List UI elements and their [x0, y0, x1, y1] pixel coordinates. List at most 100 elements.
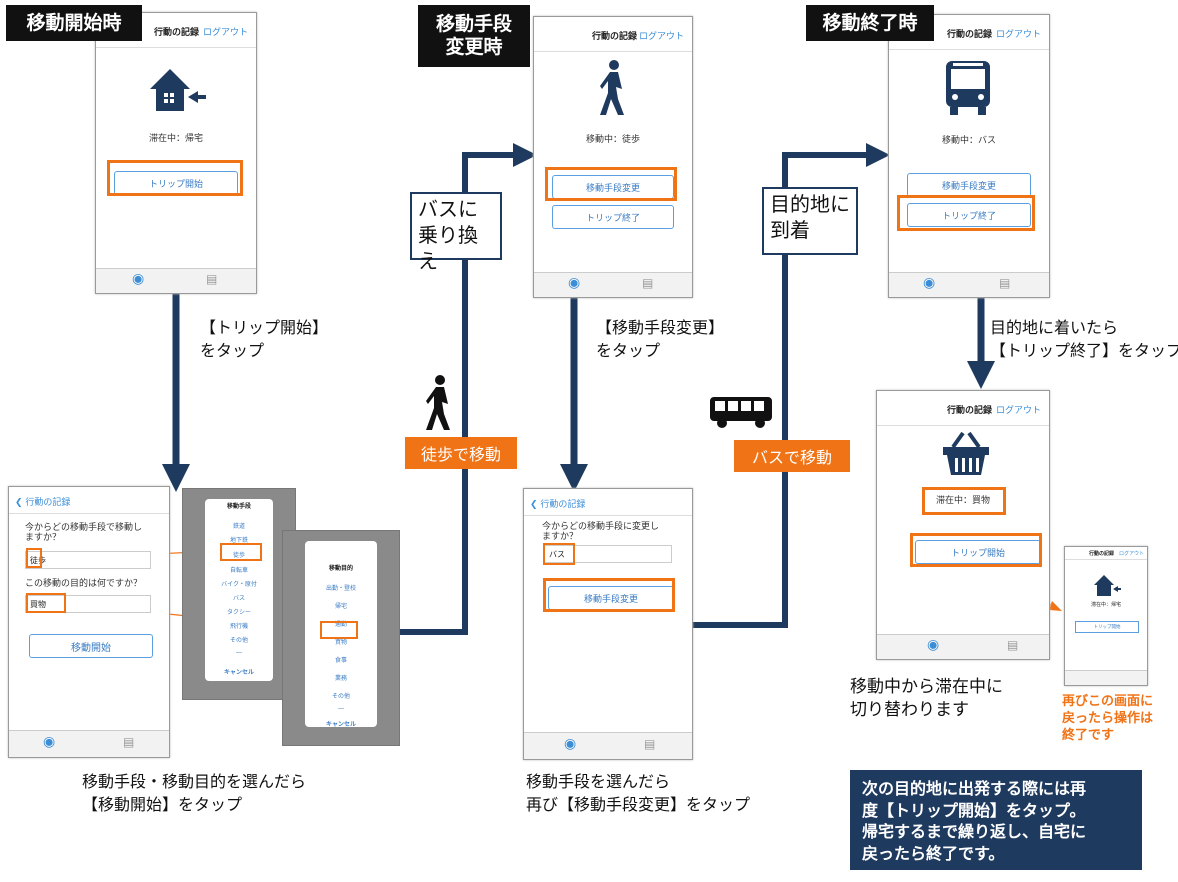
- caption-tap-change-1: 【移動手段変更】: [596, 318, 725, 337]
- app-header: 行動の記録 ログアウト: [1065, 547, 1147, 560]
- arrow-walk-route: [398, 143, 537, 635]
- cancel-button[interactable]: キャンセル: [325, 721, 356, 728]
- caption-select-change-2: 再び【移動手段変更】をタップ: [526, 795, 751, 815]
- highlight-walk-option: [220, 543, 262, 561]
- history-tab-icon[interactable]: ▤: [123, 735, 135, 749]
- phone-walking: 行動の記録 ログアウト 移動中：徒歩 移動手段変更 トリップ終了 ◉ ▤: [533, 16, 693, 298]
- history-tab-icon[interactable]: ▤: [206, 272, 218, 286]
- phone-small-home: 行動の記録 ログアウト 滞在中：帰宅 トリップ開始: [1064, 546, 1148, 686]
- nav-bar: ❮ 行動の記録: [9, 487, 169, 514]
- mode-sheet: 移動手段 鉄道 地下鉄 徒歩 自転車 バイク・原付 バス タクシー 飛行機 その…: [205, 499, 273, 681]
- highlight-change-button: [543, 578, 675, 612]
- highlight-shopping-option: [320, 621, 358, 639]
- app-header: 行動の記録 ログアウト: [889, 15, 1049, 50]
- label-bus-transfer: バスに 乗り換え: [410, 192, 502, 273]
- phone-shopping: 行動の記録 ログアウト 滞在中：買物 トリップ開始 ◉ ▤: [876, 390, 1050, 660]
- option-item[interactable]: タクシー: [226, 609, 251, 616]
- option-item[interactable]: その他: [331, 693, 350, 700]
- option-item[interactable]: 地下鉄: [229, 537, 248, 544]
- option-item[interactable]: ―: [236, 649, 242, 656]
- app-title: 行動の記録: [947, 406, 993, 416]
- question-mode: 今からどの移動手段で移動しますか？: [25, 523, 143, 544]
- note-next-destination: 次の目的地に出発する際には再 度【トリップ開始】をタップ。 帰宅するまで繰り返し…: [850, 770, 1142, 870]
- mode-field[interactable]: 徒歩: [25, 551, 151, 569]
- app-title: 行動の記録: [947, 30, 993, 40]
- trip-start-button[interactable]: トリップ開始: [1075, 621, 1139, 633]
- back-button[interactable]: ❮ 行動の記録: [15, 498, 71, 508]
- trip-end-button[interactable]: トリップ終了: [552, 205, 674, 229]
- modal-title: 移動手段: [226, 503, 251, 510]
- logout-link[interactable]: ログアウト: [1118, 551, 1144, 557]
- label-arrive-2: 到着: [770, 218, 810, 242]
- option-item[interactable]: 業務: [334, 675, 347, 682]
- purpose-field[interactable]: 買物: [25, 595, 151, 613]
- app-header: 行動の記録 ログアウト: [96, 13, 256, 48]
- phone-bus: 行動の記録 ログアウト 移動中：バス 移動手段変更 トリップ終了 ◉ ▤: [888, 14, 1050, 298]
- tag-change-line2: 変更時: [445, 36, 503, 58]
- history-tab-icon[interactable]: ▤: [999, 276, 1011, 290]
- highlight-purpose-field: [26, 593, 66, 613]
- tag-end: 移動終了時: [806, 5, 934, 41]
- tag-change: 移動手段 変更時: [418, 5, 530, 67]
- tab-bar: ◉ ▤: [889, 272, 1049, 297]
- nav-bar: ❮ 行動の記録: [524, 489, 692, 516]
- logout-link[interactable]: ログアウト: [995, 406, 1041, 416]
- note-next-4: 戻ったら終了です。: [862, 843, 1005, 863]
- record-tab-icon[interactable]: ◉: [927, 637, 940, 653]
- status-text: 滞在中：買物: [935, 496, 990, 506]
- history-tab-icon[interactable]: ▤: [642, 276, 654, 290]
- question-purpose: この移動の目的は何ですか？: [25, 579, 143, 589]
- history-tab-icon[interactable]: ▤: [1007, 638, 1019, 652]
- record-tab-icon[interactable]: ◉: [132, 271, 145, 287]
- highlight-mode-field: [26, 548, 42, 568]
- option-item[interactable]: 食事: [334, 657, 347, 664]
- tab-bar: ◉ ▤: [877, 634, 1049, 659]
- app-title: 行動の記録: [592, 32, 638, 42]
- trip-end-button[interactable]: トリップ終了: [907, 203, 1031, 227]
- option-item[interactable]: 帰宅: [334, 603, 347, 610]
- highlight-trip-start-2: [910, 533, 1042, 567]
- status-text: 移動中：バス: [941, 136, 996, 146]
- record-tab-icon[interactable]: ◉: [568, 275, 581, 291]
- note-next-1: 次の目的地に出発する際には再: [862, 779, 1087, 798]
- note-next-2: 度【トリップ開始】をタップ。: [862, 800, 1086, 820]
- history-tab-icon[interactable]: ▤: [644, 737, 656, 751]
- highlight-trip-end: [897, 195, 1035, 231]
- walk-icon: [426, 375, 450, 430]
- trip-start-button[interactable]: トリップ開始: [915, 540, 1041, 564]
- cancel-button[interactable]: キャンセル: [223, 669, 254, 676]
- logout-link[interactable]: ログアウト: [202, 28, 248, 38]
- record-tab-icon[interactable]: ◉: [923, 275, 936, 291]
- logout-link[interactable]: ログアウト: [995, 30, 1041, 40]
- note-return-end-2: 戻ったら操作は: [1062, 710, 1154, 726]
- back-button[interactable]: ❮ 行動の記録: [530, 500, 586, 510]
- caption-tap-change-2: をタップ: [596, 341, 661, 361]
- change-mode-button[interactable]: 移動手段変更: [907, 173, 1031, 197]
- status-text: 移動中：徒歩: [585, 135, 640, 145]
- label-bus-transfer-2: 乗り換え: [418, 223, 478, 273]
- option-item[interactable]: 自転車: [229, 567, 248, 574]
- logout-link[interactable]: ログアウト: [638, 32, 684, 42]
- option-item[interactable]: 鉄道: [232, 523, 245, 530]
- back-label: 行動の記録: [25, 498, 71, 508]
- trip-start-button[interactable]: トリップ開始: [114, 171, 238, 195]
- purpose-sheet: 移動目的 出勤・登校 帰宅 通勤 買物 食事 業務 その他 ― キャンセル: [305, 541, 377, 728]
- record-tab-icon[interactable]: ◉: [43, 734, 56, 750]
- option-item[interactable]: ―: [338, 705, 344, 712]
- option-item[interactable]: 買物: [334, 639, 347, 646]
- option-item[interactable]: 出勤・登校: [325, 585, 356, 592]
- caption-arrive: 目的地に着いたら 【トリップ終了】をタップ: [990, 316, 1178, 362]
- option-item[interactable]: 徒歩: [232, 552, 245, 559]
- tab-bar: [1065, 670, 1147, 685]
- option-item[interactable]: バイク・原付: [221, 581, 257, 588]
- tab-bar: ◉ ▤: [524, 732, 692, 759]
- option-item[interactable]: 飛行機: [229, 623, 248, 630]
- walk-icon: [600, 60, 624, 115]
- option-item[interactable]: バス: [232, 595, 245, 602]
- record-tab-icon[interactable]: ◉: [564, 736, 577, 752]
- option-item[interactable]: 通勤: [334, 621, 347, 628]
- option-item[interactable]: その他: [229, 637, 248, 644]
- start-move-button[interactable]: 移動開始: [29, 634, 153, 658]
- highlight-trip-start: [107, 160, 243, 196]
- caption-arrive-1: 目的地に着いたら: [990, 318, 1119, 337]
